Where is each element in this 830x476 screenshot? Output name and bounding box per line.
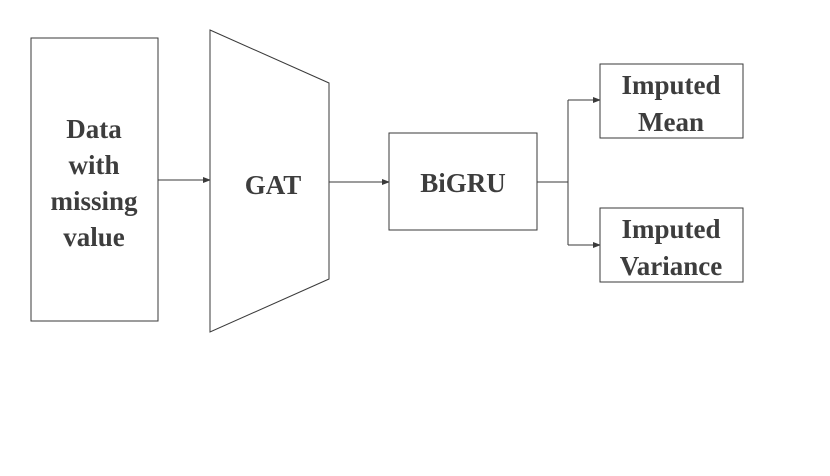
bigru-box: BiGRU	[388, 132, 538, 231]
branch-connector	[537, 97, 601, 248]
imputed-variance-label-line-2: Variance	[620, 251, 723, 281]
imputed-variance-box: Imputed Variance	[599, 207, 744, 283]
imputed-variance-label-line-1: Imputed	[621, 214, 720, 244]
imputed-mean-box: Imputed Mean	[599, 63, 744, 139]
imputed-mean-label-line-2: Mean	[638, 107, 704, 137]
input-data-box: Data with missing value	[30, 37, 159, 322]
input-data-label-line-1: Data	[66, 114, 122, 144]
gat-label: GAT	[245, 170, 302, 200]
input-data-label-line-2: with	[68, 150, 119, 180]
input-data-label-line-3: missing	[50, 186, 138, 216]
bigru-label: BiGRU	[420, 168, 506, 198]
gat-block: GAT	[209, 29, 330, 333]
imputed-mean-label-line-1: Imputed	[621, 70, 720, 100]
input-data-label-line-4: value	[63, 222, 125, 252]
